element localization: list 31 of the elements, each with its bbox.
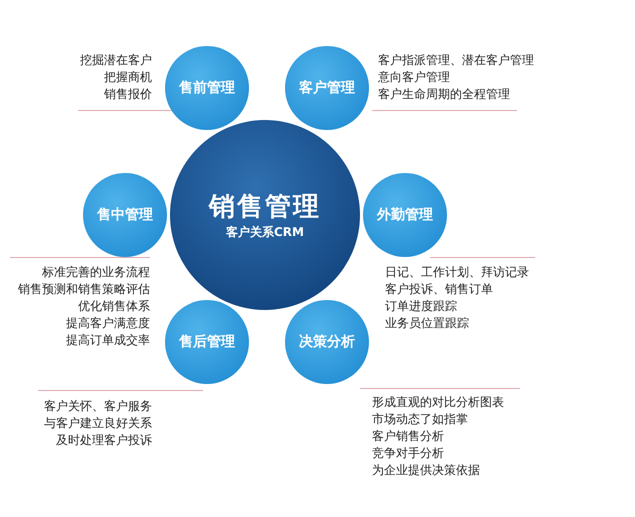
feature-text: 客户销售分析 <box>372 428 445 445</box>
feature-text: 与客户建立良好关系 <box>43 415 152 432</box>
feature-text: 及时处理客户投诉 <box>55 432 152 449</box>
feature-text: 订单进度跟踪 <box>385 298 458 315</box>
feature-text: 挖掘潜在客户 <box>79 52 152 69</box>
circle-subtitle: 客户关系CRM <box>226 224 304 241</box>
feature-text: 把握商机 <box>103 69 152 86</box>
feature-text: 形成直观的对比分析图表 <box>372 394 505 411</box>
feature-text: 客户生命周期的全程管理 <box>378 86 511 103</box>
feature-text: 提高订单成交率 <box>65 332 150 349</box>
feature-text: 为企业提供决策依据 <box>372 462 481 479</box>
circle-title: 客户管理 <box>299 79 355 97</box>
feature-text: 销售报价 <box>103 86 152 103</box>
feature-text: 日记、工作计划、拜访记录 <box>385 264 530 281</box>
feature-text: 标准完善的业务流程 <box>41 264 150 281</box>
feature-text: 业务员位置跟踪 <box>385 315 470 332</box>
circle-title: 外勤管理 <box>377 206 433 224</box>
circle-title: 决策分析 <box>299 333 355 351</box>
circle-title: 售后管理 <box>179 333 235 351</box>
feature-text: 销售预测和销售策略评估 <box>17 281 150 298</box>
feature-text: 竞争对手分析 <box>372 445 445 462</box>
circle-title: 销售管理 <box>209 191 321 224</box>
feature-text: 客户指派管理、潜在客户管理 <box>378 52 535 69</box>
feature-text: 客户投诉、销售订单 <box>385 281 494 298</box>
circle-title: 售前管理 <box>179 79 235 97</box>
circle-title: 售中管理 <box>97 206 153 224</box>
feature-text: 提高客户满意度 <box>65 315 150 332</box>
feature-text: 优化销售体系 <box>77 298 150 315</box>
feature-text: 市场动态了如指掌 <box>372 411 469 428</box>
feature-text: 意向客户管理 <box>378 69 451 86</box>
feature-text: 客户关怀、客户服务 <box>43 398 152 415</box>
